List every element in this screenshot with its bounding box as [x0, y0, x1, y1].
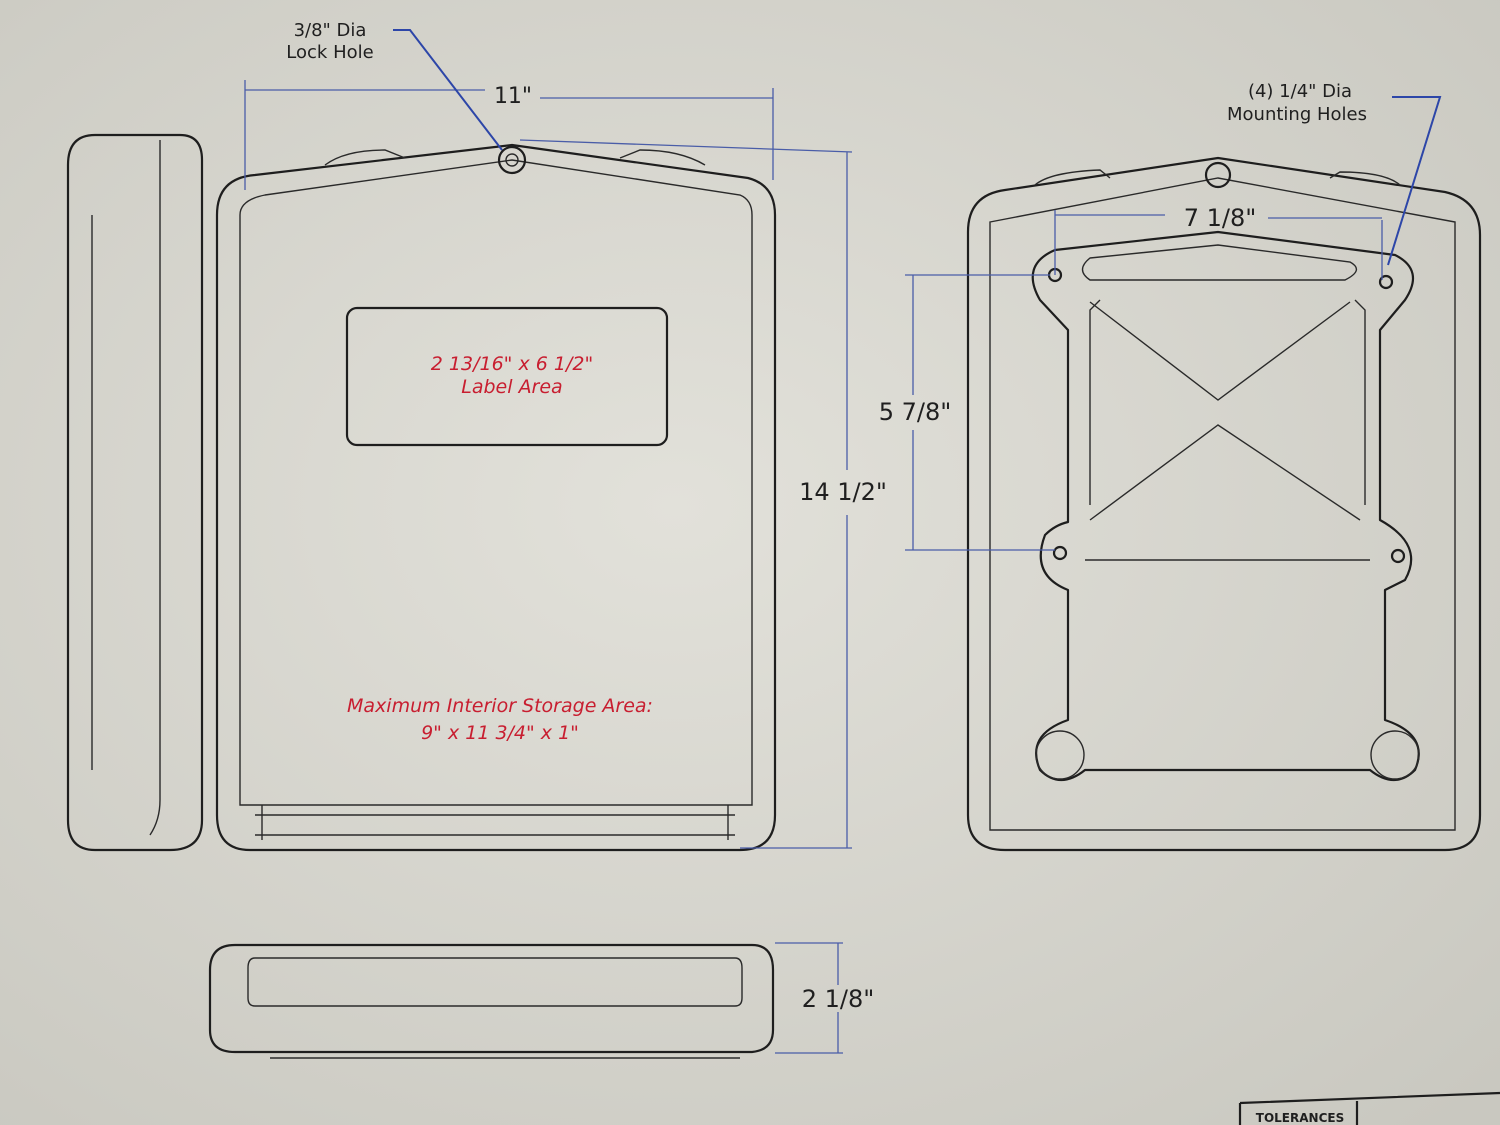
side-view — [66, 133, 204, 852]
storage-area-size: 9" x 11 3/4" x 1" — [421, 722, 579, 744]
back-view — [966, 156, 1482, 852]
mounting-callout-size: (4) 1/4" Dia — [1248, 81, 1352, 102]
front-view: 2 13/16" x 6 1/2" Label Area Maximum Int… — [215, 143, 777, 852]
mounting-hole — [1052, 545, 1068, 561]
bottom-view: 2 1/8" — [208, 942, 875, 1059]
height-dimension: 14 1/2" — [799, 478, 887, 506]
lock-hole-callout-label: Lock Hole — [286, 42, 373, 63]
hole-spacing-vertical: 5 7/8" — [879, 398, 952, 426]
mount-slot — [1204, 161, 1232, 189]
label-area-title: Label Area — [461, 376, 562, 398]
boss — [1035, 730, 1085, 780]
mounting-callout-label: Mounting Holes — [1227, 104, 1367, 125]
back-dimensions: 7 1/8" 5 7/8" (4) 1/4" Dia Mounting Hole… — [879, 81, 1442, 551]
lock-hole — [497, 145, 527, 175]
width-dimension: 11" — [494, 84, 532, 109]
tolerances-label: TOLERANCES — [1256, 1111, 1344, 1125]
label-area-size: 2 13/16" x 6 1/2" — [431, 353, 593, 375]
storage-area-title: Maximum Interior Storage Area: — [347, 695, 653, 717]
front-dimensions: 11" 14 1/2" 3/8" Dia Lock Hole — [244, 20, 887, 849]
title-block: TOLERANCES — [1238, 1091, 1500, 1125]
depth-dimension: 2 1/8" — [802, 985, 875, 1013]
mounting-hole — [1378, 274, 1394, 290]
boss — [1370, 730, 1420, 780]
hole-spacing-horizontal: 7 1/8" — [1184, 204, 1257, 232]
lock-hole-callout-size: 3/8" Dia — [294, 20, 367, 41]
mounting-hole — [1390, 548, 1406, 564]
label-area-box — [345, 306, 669, 447]
